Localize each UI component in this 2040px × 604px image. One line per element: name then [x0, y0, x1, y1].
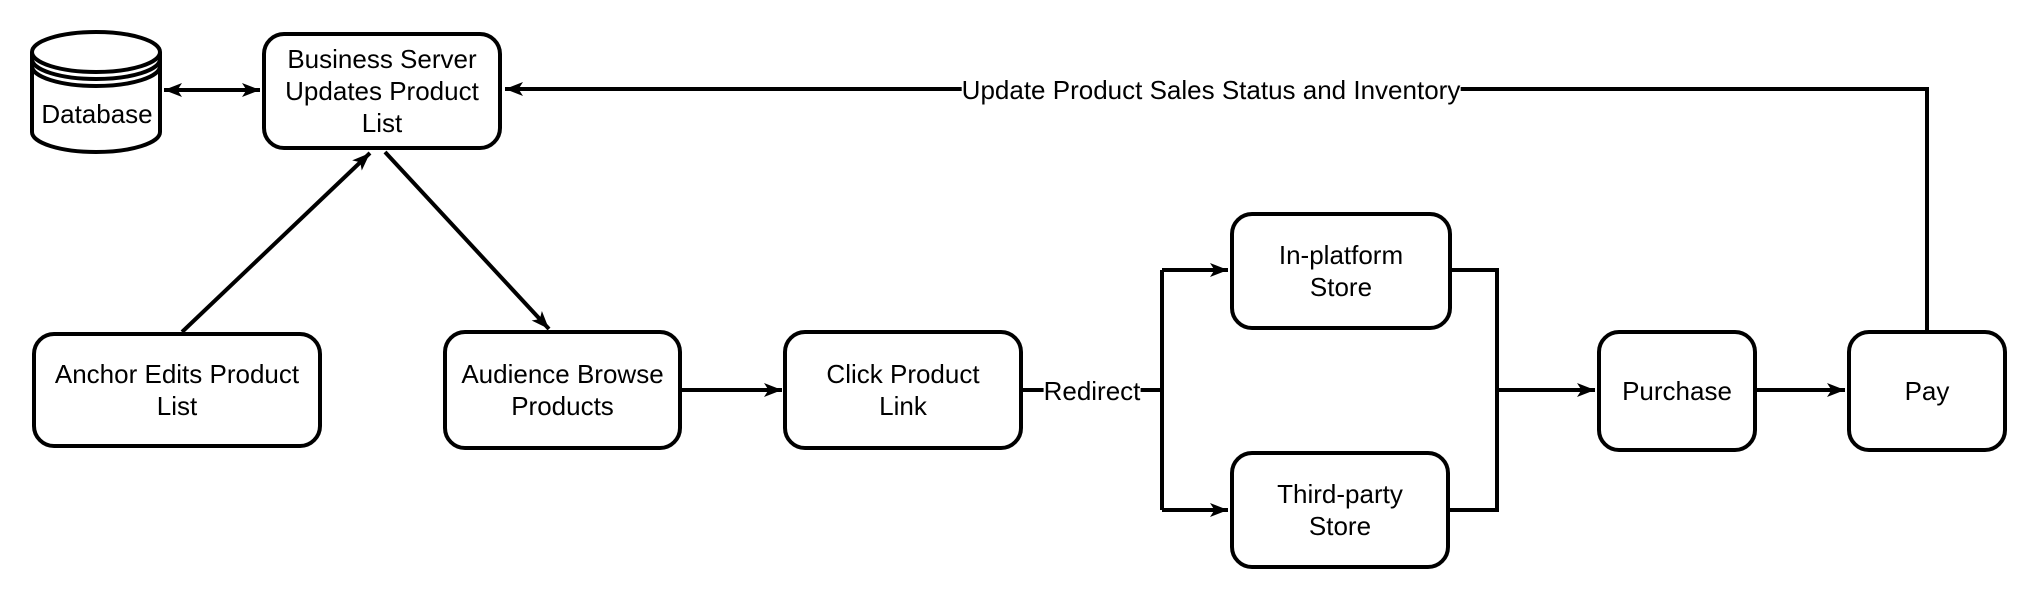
edge-merge: [1450, 268, 1499, 512]
node-business-server: Business Server Updates Product List: [262, 32, 502, 150]
node-click-product-link: Click Product Link: [783, 330, 1023, 450]
node-purchase: Purchase: [1597, 330, 1757, 452]
node-in-platform-store: In-platform Store: [1230, 212, 1452, 330]
node-database-label: Database: [41, 99, 153, 129]
node-anchor-edits: Anchor Edits Product List: [32, 332, 322, 448]
node-pay: Pay: [1847, 330, 2007, 452]
edge-anchor-business: [180, 151, 372, 334]
database-cylinder-icon: [30, 30, 162, 154]
node-audience-browse: Audience Browse Products: [443, 330, 682, 450]
edge-label-redirect: Redirect: [1043, 376, 1141, 406]
edge-label-update-status: Update Product Sales Status and Inventor…: [961, 75, 1461, 105]
node-third-party-store: Third-party Store: [1230, 451, 1450, 569]
edge-pay-business-feedback: [505, 82, 1929, 330]
edge-business-audience: [383, 150, 551, 331]
